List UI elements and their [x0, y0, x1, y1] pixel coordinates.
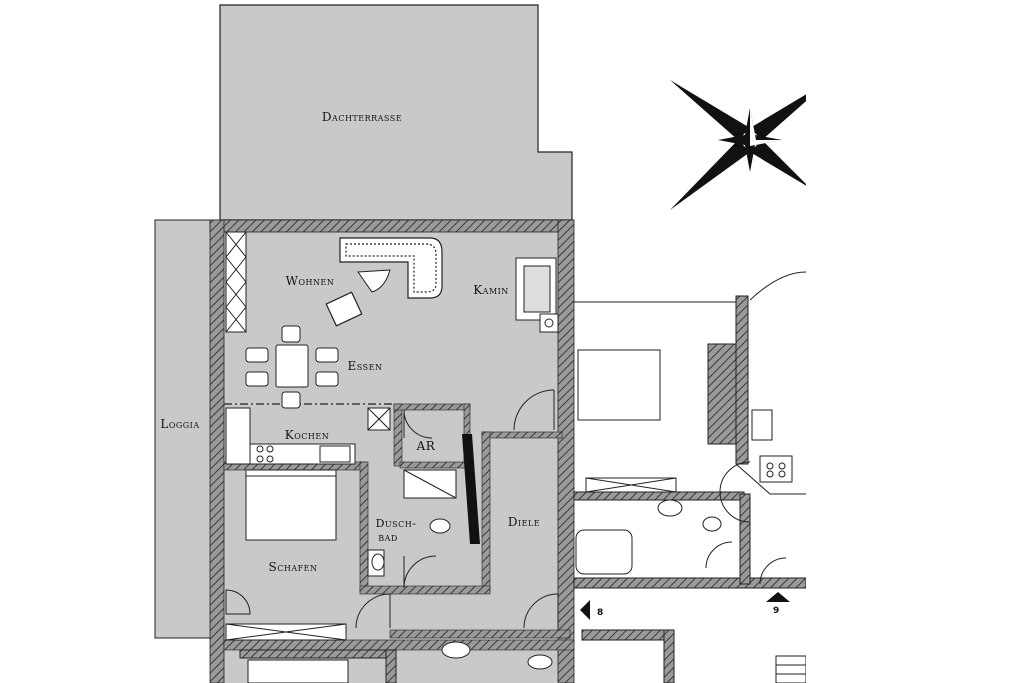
dining-set — [245, 325, 339, 409]
label-wohnen: Wohnen — [286, 274, 335, 288]
marker-right-arrow — [766, 592, 790, 602]
left-windows — [225, 231, 247, 333]
neighbor-apartment — [239, 271, 807, 683]
label-kamin: Kamin — [473, 283, 509, 297]
marker-left-arrow — [580, 600, 590, 620]
label-ar: AR — [416, 439, 436, 453]
fireplace — [515, 257, 559, 333]
label-kochen: Kochen — [285, 428, 329, 442]
loggia-area — [154, 219, 212, 639]
label-dusch: Dusch- — [376, 517, 417, 530]
kitchen-counter — [225, 407, 391, 465]
interior-walls — [223, 403, 575, 651]
label-loggia: Loggia — [160, 417, 199, 431]
outer-walls — [209, 219, 575, 683]
marker-left-label: 8 — [597, 608, 603, 618]
sofa — [339, 237, 443, 299]
wardrobe — [225, 623, 347, 641]
bed — [245, 469, 337, 541]
label-bad: bad — [378, 531, 398, 544]
compass-rose-icon — [670, 80, 830, 210]
armchair — [325, 291, 363, 327]
chimney-shaft — [462, 434, 480, 544]
label-dachterrasse: Dachterrasse — [322, 110, 402, 124]
label-diele: Diele — [508, 515, 540, 529]
label-schafen: Schafen — [269, 560, 318, 574]
doors — [225, 389, 559, 629]
bathroom-fixtures — [367, 469, 457, 577]
label-essen: Essen — [348, 359, 383, 373]
coffee-table — [357, 269, 391, 293]
marker-right-label: 9 — [773, 606, 779, 616]
